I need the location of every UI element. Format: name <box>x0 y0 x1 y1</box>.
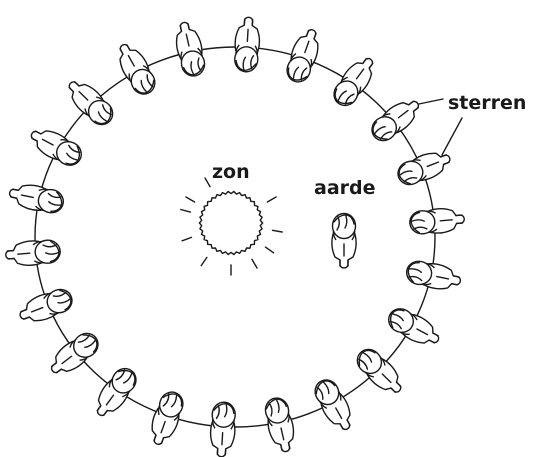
person-top-view-icon <box>119 43 156 95</box>
sun-ray <box>200 256 208 267</box>
person-top-view-icon <box>314 379 351 431</box>
sun-ray <box>204 177 211 188</box>
person-top-view-icon <box>68 81 114 126</box>
person-top-view-icon <box>409 208 465 235</box>
earth-label: aarde <box>314 177 376 199</box>
stars-label: sterren <box>448 92 526 114</box>
person-top-view-icon <box>50 332 99 374</box>
sun-ray <box>271 229 283 233</box>
person-top-view-icon <box>356 348 402 393</box>
star-children <box>5 16 465 457</box>
sun-ray <box>251 258 258 269</box>
person-top-view-icon <box>5 239 61 266</box>
person-top-view-icon <box>151 391 184 446</box>
person-top-view-icon <box>333 57 374 107</box>
sun-icon <box>180 177 283 276</box>
sun-ray <box>266 196 277 203</box>
person-top-view-icon <box>264 397 295 453</box>
person-top-view-icon <box>286 28 319 83</box>
person-top-view-icon <box>30 130 82 166</box>
person-top-view-icon <box>405 260 462 290</box>
sun-ray <box>180 208 192 213</box>
person-top-view-icon <box>331 212 357 269</box>
person-top-view-icon <box>175 21 206 77</box>
person-top-view-icon <box>8 184 65 214</box>
sun-label: zon <box>212 161 250 183</box>
sun-ray <box>264 246 275 254</box>
person-top-view-icon <box>96 367 137 417</box>
person-top-view-icon <box>234 16 261 73</box>
sun-ray <box>185 196 196 203</box>
person-top-view-icon <box>371 100 420 142</box>
stars-leader-lines <box>413 98 463 156</box>
person-top-view-icon <box>397 152 451 186</box>
person-top-view-icon <box>388 308 440 344</box>
person-top-view-icon <box>19 288 73 322</box>
person-top-view-icon <box>209 401 236 457</box>
earth-child <box>331 212 357 269</box>
sun-ray <box>181 236 193 242</box>
